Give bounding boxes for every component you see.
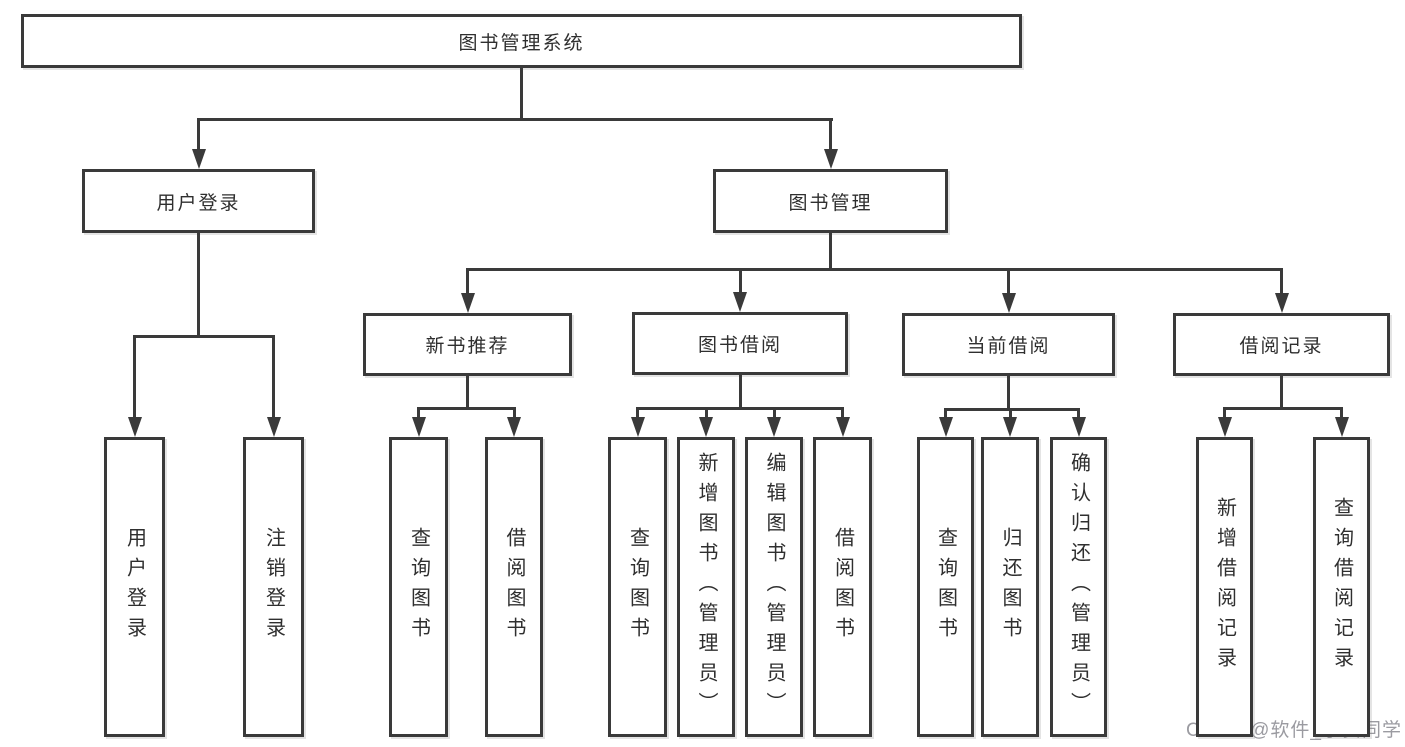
arrow-down-icon [127,417,142,437]
node-label-cb-confirm-return: 确认归还（管理员） [1067,452,1090,722]
arrow-down-icon [699,417,713,437]
arrow-down-icon [823,149,838,169]
node-label-bb-add-book: 新增图书（管理员） [695,452,717,722]
connector-line [520,68,523,121]
node-user-login-group: 用户登录 [82,169,315,233]
connector-line [1340,407,1343,421]
node-book-borrowing: 图书借阅 [632,312,848,375]
arrow-down-icon [1071,417,1086,437]
connector-line [466,268,469,297]
node-label-root: 图书管理系统 [458,32,585,54]
connector-line [944,408,947,421]
node-label-user-login: 用户登录 [123,527,146,647]
node-label-current-borrowing: 当前借阅 [966,336,1051,357]
connector-line [466,376,469,410]
node-label-logout: 注销登录 [262,527,285,647]
connector-line [1223,407,1226,421]
arrow-down-icon [1334,417,1349,437]
arrow-down-icon [733,292,747,312]
arrow-down-icon [938,417,953,437]
arrow-down-icon [191,149,206,169]
node-borrow-records: 借阅记录 [1173,313,1390,376]
node-br-add-record: 新增借阅记录 [1196,437,1253,737]
node-br-query-record: 查询借阅记录 [1313,437,1370,737]
node-book-management: 图书管理 [713,169,948,233]
arrow-down-icon [835,417,850,437]
arrow-down-icon [1217,417,1232,437]
connector-line [1223,407,1343,410]
connector-line [738,375,742,410]
node-bb-query-book: 查询图书 [608,437,667,737]
connector-line [417,407,420,421]
connector-line [841,407,844,421]
node-label-cb-return-book: 归还图书 [999,527,1021,647]
node-bb-borrow-book: 借阅图书 [813,437,872,737]
node-logout: 注销登录 [243,437,304,737]
node-bb-add-book: 新增图书（管理员） [677,437,735,737]
node-label-borrow-records: 借阅记录 [1239,336,1324,357]
connector-line [1280,376,1283,410]
connector-line [197,233,200,338]
node-label-nbr-borrow-book: 借阅图书 [503,527,525,647]
arrow-down-icon [411,417,426,437]
connector-line [272,335,275,421]
arrow-down-icon [507,417,521,437]
connector-line [636,407,844,410]
connector-line [1008,408,1012,421]
connector-line [829,233,832,271]
node-label-cb-query-book: 查询图书 [934,527,957,647]
arrow-down-icon [767,417,781,437]
node-current-borrowing: 当前借阅 [902,313,1115,376]
arrow-down-icon [630,417,645,437]
node-label-user-login-group: 用户登录 [156,192,241,214]
node-label-book-borrowing: 图书借阅 [697,335,782,356]
connector-line [1280,268,1283,297]
node-nbr-borrow-book: 借阅图书 [485,437,543,737]
node-root: 图书管理系统 [21,14,1022,68]
node-bb-edit-book: 编辑图书（管理员） [745,437,803,737]
connector-line [944,408,1080,411]
connector-line [197,118,200,153]
arrow-down-icon [266,417,281,437]
node-new-book-recommend: 新书推荐 [363,313,572,376]
connector-line [772,407,776,421]
connector-line [829,118,832,153]
connector-line [512,407,516,421]
arrow-down-icon [460,293,475,313]
connector-line [1077,408,1080,421]
node-nbr-query-book: 查询图书 [389,437,448,737]
connector-line [704,407,708,421]
arrow-down-icon [1003,417,1017,437]
node-label-nbr-query-book: 查询图书 [407,527,430,647]
connector-line [133,335,275,338]
node-cb-return-book: 归还图书 [981,437,1039,737]
node-label-bb-edit-book: 编辑图书（管理员） [763,452,785,722]
connector-line [1007,268,1010,297]
node-label-book-management: 图书管理 [788,192,873,214]
node-label-br-query-record: 查询借阅记录 [1330,497,1353,677]
connector-line [1007,376,1010,411]
node-label-br-add-record: 新增借阅记录 [1213,497,1236,677]
arrow-down-icon [1274,293,1289,313]
node-cb-query-book: 查询图书 [917,437,974,737]
node-cb-confirm-return: 确认归还（管理员） [1050,437,1107,737]
connector-line [738,268,742,296]
node-label-bb-borrow-book: 借阅图书 [831,527,854,647]
node-label-new-book-recommend: 新书推荐 [425,336,510,357]
connector-line [196,118,833,121]
connector-line [133,335,136,421]
node-label-bb-query-book: 查询图书 [626,527,649,647]
node-user-login: 用户登录 [104,437,165,737]
arrow-down-icon [1001,293,1016,313]
connector-line [636,407,639,421]
connector-line [466,268,1283,271]
connector-line [417,407,516,410]
